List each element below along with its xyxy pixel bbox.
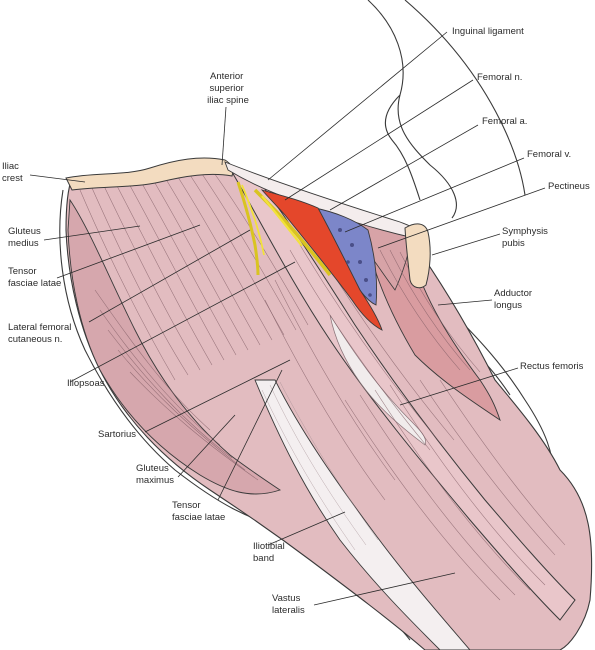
label-sartorius: Sartorius bbox=[98, 429, 136, 440]
label-tensor-fasciae-latae-lower: Tensor fasciae latae bbox=[172, 500, 225, 523]
label-anterior-superior-iliac-spine: Anterior superior iliac spine bbox=[207, 71, 249, 106]
iliotibial-band-tendon bbox=[254, 379, 471, 650]
label-femoral-a: Femoral a. bbox=[482, 116, 527, 127]
label-iliac-crest: Iliac crest bbox=[2, 161, 23, 184]
femoral-nerve-branch bbox=[261, 195, 303, 247]
label-inguinal-ligament: Inguinal ligament bbox=[452, 26, 524, 37]
label-femoral-v: Femoral v. bbox=[527, 149, 571, 160]
label-symphysis-pubis: Symphysis pubis bbox=[502, 226, 551, 249]
leader-lines bbox=[29, 31, 546, 606]
label-vastus-lateralis: Vastus lateralis bbox=[272, 593, 305, 616]
gluteus-region bbox=[67, 198, 282, 495]
vein-dots bbox=[338, 228, 372, 297]
femoral-artery bbox=[260, 189, 383, 331]
labels: Inguinal ligament Anterior superior ilia… bbox=[2, 26, 590, 616]
label-iliopsoas: Iliopsoas bbox=[67, 378, 105, 389]
neurovascular-bundle bbox=[236, 181, 383, 331]
label-femoral-n: Femoral n. bbox=[477, 72, 522, 83]
label-lateral-femoral-cutaneous-n: Lateral femoral cutaneous n. bbox=[8, 322, 74, 345]
lateral-femoral-cutaneous-nerve bbox=[236, 181, 260, 276]
sartorius-strap bbox=[230, 171, 576, 621]
label-adductor-longus: Adductor longus bbox=[494, 288, 535, 311]
label-iliotibial-band: Iliotibial band bbox=[253, 541, 287, 564]
label-gluteus-medius: Gluteus medius bbox=[8, 226, 43, 249]
muscle-fibers bbox=[79, 169, 566, 601]
symphysis-pubis-bone bbox=[404, 223, 431, 289]
lateral-femoral-cutaneous-nerve-branch bbox=[241, 184, 265, 256]
label-pectineus: Pectineus bbox=[548, 181, 590, 192]
label-gluteus-maximus: Gluteus maximus bbox=[136, 463, 174, 486]
label-tensor-fasciae-latae-upper: Tensor fasciae latae bbox=[8, 266, 61, 289]
label-rectus-femoris: Rectus femoris bbox=[520, 361, 584, 372]
